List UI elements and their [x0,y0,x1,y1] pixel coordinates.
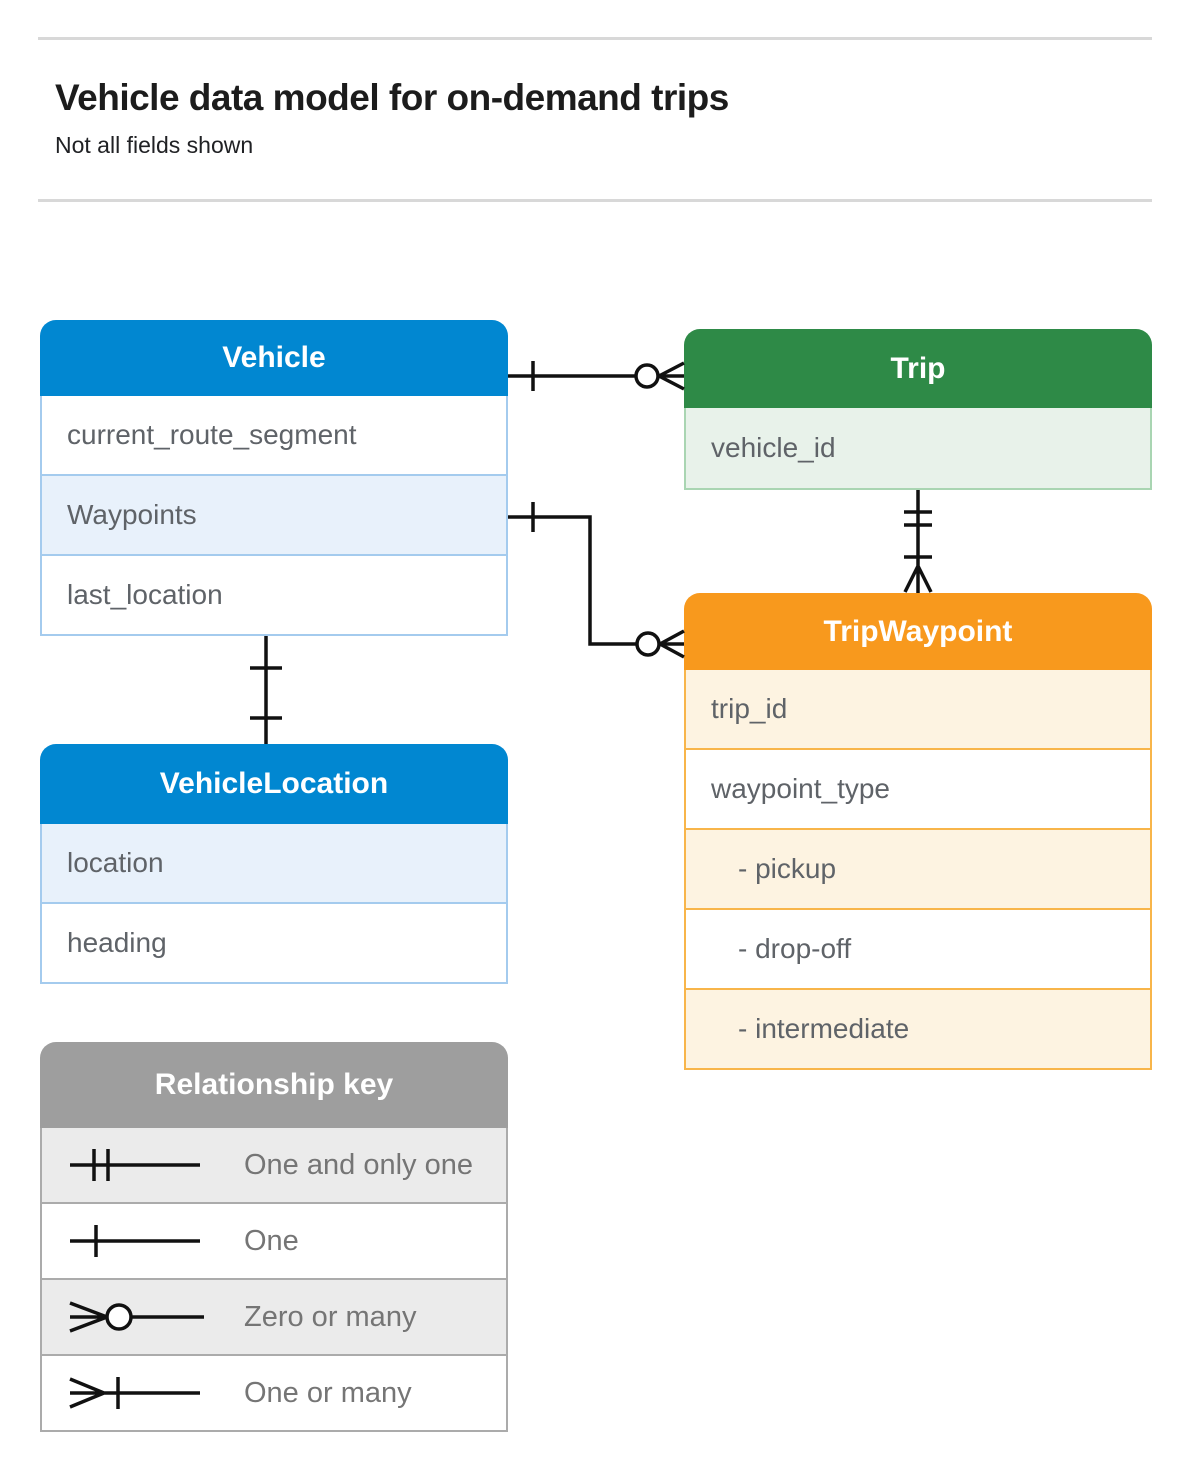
entity-title-trip: Trip [684,329,1152,408]
connector-trip-tripwaypoint [903,490,933,593]
entity-table-tripwaypoint: TripWaypoint trip_id waypoint_type - pic… [684,593,1152,1070]
enum-row-intermediate: - intermediate [684,990,1152,1070]
connector-vehicle-trip [508,361,685,391]
field-row-waypoint-type: waypoint_type [684,750,1152,830]
field-row-heading: heading [40,904,508,984]
one-and-only-one-icon [70,1149,200,1181]
field-row-location: location [40,824,508,904]
legend-label: Zero or many [244,1300,417,1333]
legend-row-one-or-many: One or many [40,1356,508,1432]
page-title: Vehicle data model for on-demand trips [55,77,729,118]
legend-label: One or many [244,1376,412,1409]
relationship-key: Relationship key One and only one One Ze… [40,1042,508,1432]
header-divider [38,199,1152,202]
zero-or-many-icon [69,1301,204,1333]
entity-title-vehiclelocation: VehicleLocation [40,744,508,824]
legend-row-one-and-only-one: One and only one [40,1128,508,1204]
enum-row-drop-off: - drop-off [684,910,1152,990]
field-row-waypoints: Waypoints [40,476,508,556]
top-divider [38,37,1152,40]
entity-table-vehicle: Vehicle current_route_segment Waypoints … [40,320,508,636]
connector-waypoints-tripwaypoint [508,502,685,659]
connector-vehicle-vehiclelocation [250,636,282,744]
legend-label: One [244,1224,299,1257]
one-or-many-icon [69,1377,200,1409]
field-row-vehicle-id: vehicle_id [684,408,1152,490]
entity-table-vehiclelocation: VehicleLocation location heading [40,744,508,984]
entity-table-trip: Trip vehicle_id [684,329,1152,490]
entity-title-tripwaypoint: TripWaypoint [684,593,1152,670]
relationship-key-title: Relationship key [40,1042,508,1128]
legend-label: One and only one [244,1148,473,1181]
legend-row-zero-or-many: Zero or many [40,1280,508,1356]
field-row-last-location: last_location [40,556,508,636]
enum-row-pickup: - pickup [684,830,1152,910]
field-row-current-route-segment: current_route_segment [40,396,508,476]
one-icon [70,1225,200,1257]
page-subtitle: Not all fields shown [55,132,254,158]
legend-row-one: One [40,1204,508,1280]
entity-title-vehicle: Vehicle [40,320,508,396]
field-row-trip-id: trip_id [684,670,1152,750]
